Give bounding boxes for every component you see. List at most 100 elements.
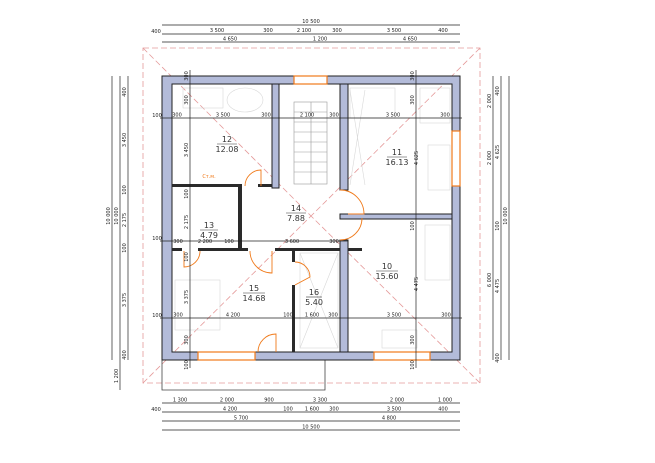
- dim-int: 300: [440, 113, 450, 119]
- dim-bottom: 400: [151, 407, 161, 413]
- furniture: [174, 87, 451, 349]
- dim-int: 100: [410, 221, 416, 231]
- windows: [197, 75, 461, 361]
- dim-int: 2 200: [198, 239, 212, 245]
- dim-bottom: 100: [283, 407, 293, 413]
- dim-top: 400: [151, 29, 161, 35]
- dim-right: 6 000: [487, 273, 493, 287]
- dim-top: 4 650: [223, 37, 237, 43]
- dim-int: 300: [184, 95, 190, 105]
- dim-right: 100: [495, 221, 501, 231]
- dim-bottom: 400: [438, 407, 448, 413]
- dim-top: 1 200: [313, 37, 327, 43]
- dim-right-total: 10 000: [503, 207, 509, 225]
- room-13-number: 13: [204, 221, 214, 230]
- dim-right: 4 475: [495, 279, 501, 293]
- dim-int: 4 200: [226, 313, 240, 319]
- room-13-area: 4.79: [200, 231, 218, 240]
- dim-int: 300: [172, 113, 182, 119]
- dim-left: 10 000: [106, 207, 112, 225]
- interior-walls: [172, 83, 453, 353]
- dim-int: 300: [329, 239, 339, 245]
- room-15-area: 14.68: [243, 294, 266, 303]
- dim-int: 3 500: [386, 113, 400, 119]
- dim-int: 300: [329, 113, 339, 119]
- dim-bottom: 3 500: [387, 407, 401, 413]
- window-right: [451, 130, 461, 187]
- dim-int: 100: [152, 236, 162, 242]
- dim-int: 3 500: [216, 113, 230, 119]
- dim-left-porch: 1 200: [114, 369, 120, 383]
- room-10-number: 10: [382, 262, 392, 271]
- room-12-number: 12: [222, 135, 232, 144]
- dim-int: 100: [410, 360, 416, 370]
- staircase: [293, 101, 328, 185]
- porch-outline: [161, 360, 326, 391]
- dim-bottom: 900: [264, 398, 274, 404]
- dim-top: 2 100: [297, 28, 311, 34]
- dimension-lines: [111, 24, 510, 431]
- dim-int: 100: [224, 239, 234, 245]
- dim-bottom: 5 700: [234, 416, 248, 422]
- dim-int: 4 625: [414, 151, 420, 165]
- dim-bottom: 4 800: [382, 416, 396, 422]
- room-11-area: 16.13: [386, 158, 409, 167]
- dim-int: 300: [261, 113, 271, 119]
- dim-left: 100: [122, 185, 128, 195]
- dim-top: 4 650: [403, 37, 417, 43]
- dim-right: 2 000: [487, 151, 493, 165]
- dim-bottom: 4 200: [223, 407, 237, 413]
- dim-int: 3 375: [184, 290, 190, 304]
- dim-int: 300: [173, 239, 183, 245]
- dim-int: 100: [184, 360, 190, 370]
- dim-top-total: 10 500: [302, 19, 320, 25]
- dim-int: 100: [152, 313, 162, 319]
- room-16-number: 16: [309, 288, 319, 297]
- dim-left: 400: [122, 350, 128, 360]
- dim-bottom: 1 600: [305, 407, 319, 413]
- dim-int: 4 475: [414, 277, 420, 291]
- dim-int: 2 100: [300, 113, 314, 119]
- room-labels: [200, 143, 407, 298]
- dim-right: 400: [495, 86, 501, 96]
- room-15-number: 15: [249, 284, 259, 293]
- dim-int: 2 175: [184, 215, 190, 229]
- dim-left: 3 450: [122, 133, 128, 147]
- window-top: [293, 75, 328, 85]
- dim-int: 300: [410, 95, 416, 105]
- dim-bottom: 300: [329, 407, 339, 413]
- dim-left: 100: [122, 243, 128, 253]
- dim-top: 3 500: [210, 28, 224, 34]
- dim-int: 300: [184, 335, 190, 345]
- dim-int: 300: [173, 313, 183, 319]
- dim-right: 2 000: [487, 94, 493, 108]
- window-bottom-left: [197, 351, 256, 361]
- dim-left: 400: [122, 87, 128, 97]
- dim-top: 3 500: [387, 28, 401, 34]
- dim-int: 300: [441, 313, 451, 319]
- dim-int: 3 500: [387, 313, 401, 319]
- dim-int: 3 450: [184, 143, 190, 157]
- room-12-area: 12.08: [216, 145, 239, 154]
- dim-left: 3 375: [122, 293, 128, 307]
- dim-bottom: 1 300: [173, 398, 187, 404]
- room-10-area: 15.60: [376, 272, 399, 281]
- room-14-number: 14: [291, 204, 301, 213]
- dim-int: 1 600: [305, 313, 319, 319]
- room-14-area: 7.88: [287, 214, 305, 223]
- doors: [183, 169, 365, 353]
- dim-bottom: 1 000: [438, 398, 452, 404]
- dim-top: 400: [438, 28, 448, 34]
- dim-top: 300: [332, 28, 342, 34]
- exterior-walls: [161, 75, 461, 361]
- dim-int: 100: [184, 189, 190, 199]
- dim-int: 100: [184, 252, 190, 262]
- dim-bottom-total: 10 500: [302, 425, 320, 431]
- dim-bottom: 3 300: [313, 398, 327, 404]
- window-bottom-right: [373, 351, 431, 361]
- dim-int: 300: [410, 71, 416, 81]
- dim-left: 10 000: [114, 207, 120, 225]
- closet-label: Ст.м.: [202, 174, 216, 180]
- dim-int: 300: [410, 335, 416, 345]
